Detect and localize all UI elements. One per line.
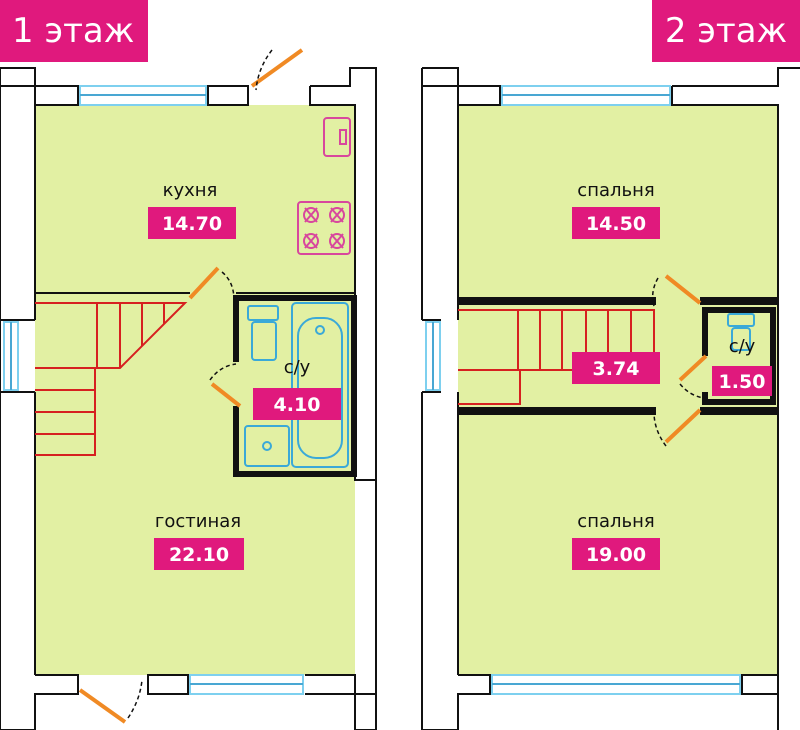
area-hall: 3.74 xyxy=(593,358,640,380)
floor-2-label: 2 этаж xyxy=(652,0,800,62)
floor-1-walls xyxy=(0,67,377,730)
floor-1-stairs xyxy=(35,302,188,456)
area-badge-kitchen xyxy=(148,207,236,239)
room-name-bedroom-1: спальня xyxy=(577,180,654,201)
area-bathroom-1: 4.10 xyxy=(274,394,321,416)
area-badge-bedroom-2 xyxy=(572,538,660,570)
floor-1-bathroom-walls xyxy=(233,295,357,477)
floor-1-label: 1 этаж xyxy=(0,0,148,62)
floor-2-top-fill xyxy=(458,105,778,300)
area-badge-bedroom-1 xyxy=(572,207,660,239)
toilet-tank-icon xyxy=(247,305,279,321)
floor-2-bathroom-door-gap xyxy=(701,356,711,392)
toilet-icon-2 xyxy=(731,327,751,351)
area-bathroom-2: 1.50 xyxy=(719,371,766,393)
area-badge-bathroom-2 xyxy=(712,366,772,396)
fridge-icon xyxy=(323,117,351,157)
room-name-bedroom-2: спальня xyxy=(577,511,654,532)
room-name-bathroom-1: с/у xyxy=(284,357,311,378)
floor-1-windows xyxy=(3,85,304,695)
room-name-living: гостиная xyxy=(155,511,241,532)
area-bedroom-2: 19.00 xyxy=(586,544,646,566)
floor-2-doors xyxy=(651,274,708,447)
area-badge-living xyxy=(154,538,244,570)
area-bedroom-1: 14.50 xyxy=(586,213,646,235)
area-badge-bathroom-1 xyxy=(253,388,341,420)
floor-2-partition-bottom-right xyxy=(700,407,778,415)
toilet-tank-icon-2 xyxy=(727,313,755,327)
area-badge-hall xyxy=(572,352,660,384)
floor-1-plumbing xyxy=(244,302,349,468)
toilet-icon xyxy=(251,321,277,361)
room-name-kitchen: кухня xyxy=(163,180,218,201)
floor-2-partition-top xyxy=(458,297,656,305)
area-living: 22.10 xyxy=(169,544,229,566)
stove-icon xyxy=(297,201,351,255)
area-kitchen: 14.70 xyxy=(162,213,222,235)
floor-2-windows xyxy=(425,85,741,695)
floor-1-doors xyxy=(78,48,304,724)
floor-1-plan: кухня 14.70 с/у 4.10 гостиная 22.10 xyxy=(0,48,377,730)
floor-2-partition-top-right xyxy=(700,297,778,305)
sink-icon xyxy=(244,425,290,467)
room-name-bathroom-2: с/у xyxy=(729,336,756,357)
floor-2-plan: спальня 14.50 3.74 с/у 1.50 спальня 19.0… xyxy=(421,67,800,730)
floor-1-appliances xyxy=(297,117,351,255)
floor-2-plumbing xyxy=(727,313,755,351)
bathroom-door-gap xyxy=(232,362,242,406)
floor-2-partition-bottom xyxy=(458,407,656,415)
